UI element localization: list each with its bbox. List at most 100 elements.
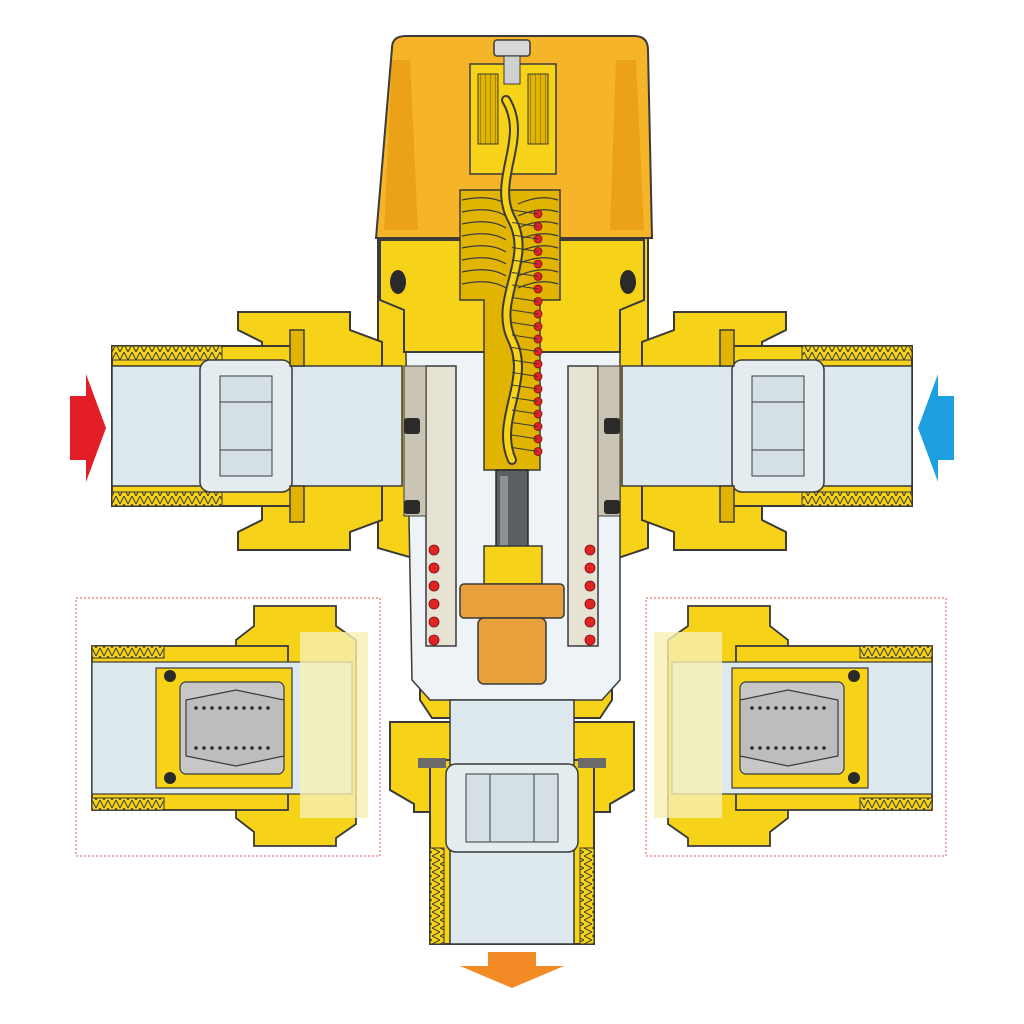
cold-inlet-arrow [918, 374, 954, 482]
inset-spring-coil [806, 706, 810, 710]
cold-seal-bottom [719, 485, 735, 523]
right-inset-frame [645, 597, 947, 857]
main-spring-wire [511, 234, 539, 240]
hot-thread-bottom [111, 491, 223, 507]
knob-shadow-left [384, 60, 418, 230]
outlet-thread-left [429, 847, 445, 945]
inset-spring-coil [218, 706, 222, 710]
knob-knurl [527, 73, 549, 145]
main-spring-wire [511, 297, 539, 302]
inset-spring-coil [250, 746, 254, 750]
wax-sensor-body [477, 617, 547, 685]
sleeve-left-wall [425, 365, 457, 647]
piston-rod-highlight [500, 476, 508, 546]
main-spring-wire [511, 222, 539, 227]
main-spring [511, 209, 543, 456]
inset-spring-coil [202, 706, 206, 710]
sleeve-o-ring [404, 418, 420, 434]
spindle-thread-line [461, 209, 507, 217]
inset-spring-coil [814, 706, 818, 710]
inset-spring-coil [782, 746, 786, 750]
lower-spring-coil [584, 634, 596, 646]
inset-spring-coil [750, 706, 754, 710]
inset-spring-coil [822, 706, 826, 710]
left-inset-frame [75, 597, 381, 857]
inset-spring-coil [798, 706, 802, 710]
left-inset-o-ring [164, 670, 176, 682]
lower-spring-coil [428, 544, 440, 556]
main-spring-wire [511, 434, 539, 440]
cold-thread-bottom [801, 491, 913, 507]
inset-spring-coil [234, 746, 238, 750]
inset-spring-coil [258, 746, 262, 750]
right-inset-paper [654, 632, 722, 818]
cold-seal-top [719, 329, 735, 367]
spindle-thread-line [517, 269, 559, 277]
lower-spring-coil [428, 562, 440, 574]
left-inset-thread-bottom [91, 797, 165, 811]
main-spring-wire [511, 359, 539, 365]
main-spring-wire [511, 334, 539, 340]
flow-arrows [70, 374, 954, 988]
right-inset-o-ring [848, 772, 860, 784]
inset-spring-coil [258, 706, 262, 710]
spindle-thread-line [461, 269, 507, 277]
knob-knurl [477, 73, 499, 145]
check-valve-right-inset [645, 597, 947, 857]
lower-spring [428, 544, 596, 646]
knob-shadow-right [610, 60, 644, 230]
main-spring-wire [511, 409, 539, 415]
inset-spring-coil [806, 746, 810, 750]
left-inset-poppet [185, 689, 285, 767]
main-spring-wire [511, 372, 539, 377]
left-inset-thread-top [91, 645, 165, 659]
main-spring-wire [511, 272, 539, 277]
bonnet-o-ring-left [390, 270, 406, 294]
right-inset-o-ring [848, 670, 860, 682]
twisted-rod-highlight [502, 97, 522, 463]
lower-spring-coil [584, 544, 596, 556]
outlet-gasket [578, 758, 606, 768]
element-flange [459, 583, 565, 619]
inset-spring-coil [210, 746, 214, 750]
sleeve-o-ring [404, 500, 420, 514]
main-spring-wire [511, 259, 539, 265]
inset-spring-coil [242, 746, 246, 750]
left-inset-o-ring [164, 772, 176, 784]
thermostatic-element [428, 544, 596, 685]
inset-spring-coil [194, 706, 198, 710]
spindle-thread-line [461, 257, 507, 265]
main-spring-wire [511, 347, 539, 352]
inset-spring-coil [194, 746, 198, 750]
inset-spring-coil [766, 706, 770, 710]
outlet-gasket [418, 758, 446, 768]
spindle-thread-line [461, 281, 507, 289]
check-valve-left-inset [75, 597, 381, 857]
spindle-thread-line [461, 233, 507, 241]
bonnet-o-ring-right [620, 270, 636, 294]
hot-hex-face [219, 375, 273, 477]
inset-spring-coil [790, 746, 794, 750]
shuttle-sleeve [403, 365, 621, 647]
inset-spring-coil [774, 746, 778, 750]
lower-spring-coil [428, 634, 440, 646]
hot-inlet-fitting [111, 311, 403, 551]
left-inset-spring [194, 706, 270, 750]
main-spring-wire [511, 209, 539, 215]
main-spring-wire [511, 247, 539, 252]
right-inset-thread-bottom [859, 797, 933, 811]
cold-inlet-fitting [621, 311, 913, 551]
lower-spring-coil [584, 580, 596, 592]
inset-spring-coil [202, 746, 206, 750]
main-spring-wire [511, 397, 539, 402]
spindle-thread-line [461, 221, 507, 229]
inset-spring-coil [226, 706, 230, 710]
main-spring-wire [511, 309, 539, 315]
inset-spring-coil [766, 746, 770, 750]
inset-spring-coil [814, 746, 818, 750]
lower-spring-coil [428, 598, 440, 610]
inset-spring-coil [798, 746, 802, 750]
spindle-thread-line [517, 197, 559, 205]
